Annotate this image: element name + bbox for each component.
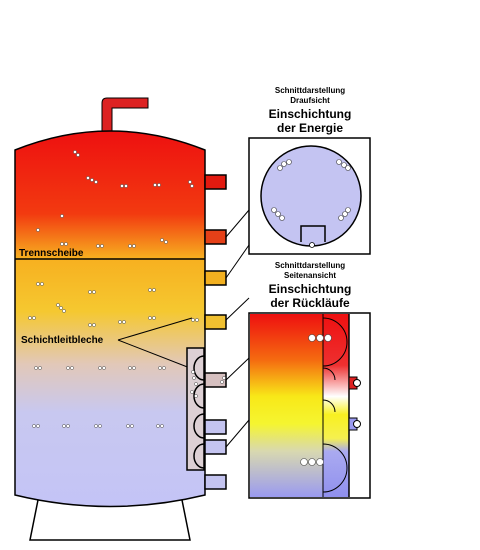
connection-nozzles — [204, 174, 227, 490]
vent-pipe — [101, 97, 149, 138]
baffle-pointers — [117, 317, 193, 369]
nozzle-2 — [204, 229, 227, 245]
side-view-title-line2: der Rückläufe — [270, 296, 350, 310]
trennscheibe-label: Trennscheibe — [19, 248, 84, 259]
nozzle-8 — [204, 474, 227, 490]
top-view-caption-line2: Draufsicht — [290, 96, 330, 105]
tank-body — [14, 130, 206, 508]
detail-connectors — [225, 209, 250, 448]
side-view-caption-line2: Seitenansicht — [284, 271, 336, 280]
tank-particles — [28, 150, 194, 428]
side-view-panel — [248, 312, 371, 499]
tank-stand — [29, 499, 191, 541]
nozzle-6 — [204, 419, 227, 435]
nozzle-4 — [204, 314, 227, 330]
top-view-title-line2: der Energie — [277, 121, 343, 135]
top-view-title-line1: Einschichtung — [269, 107, 352, 121]
nozzle-1 — [204, 174, 227, 190]
side-view-title-line1: Einschichtung — [269, 282, 352, 296]
tank-cross-section — [260, 145, 362, 247]
top-view-panel — [248, 137, 371, 255]
side-view-caption-line1: Schnittdarstellung — [275, 261, 345, 270]
nozzle-5 — [204, 372, 227, 388]
nozzle-7 — [204, 439, 227, 455]
nozzle-3 — [204, 270, 227, 286]
top-view-caption-line1: Schnittdarstellung — [275, 86, 345, 95]
schichtleitbleche-label: Schichtleitbleche — [21, 335, 104, 346]
baffle-panel — [186, 347, 205, 471]
